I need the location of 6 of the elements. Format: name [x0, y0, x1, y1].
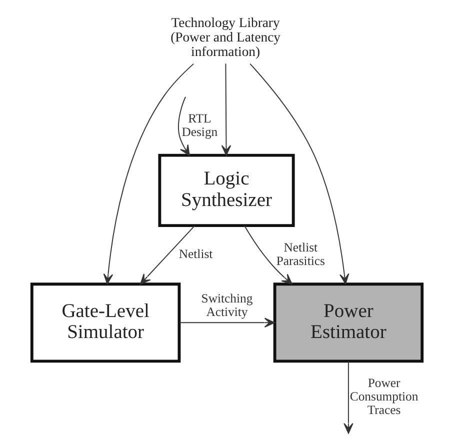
node-text: Technology Library (Power and Latency information)	[170, 14, 280, 60]
edge-label: Netlist Parasitics	[276, 240, 324, 268]
edge-label: Netlist	[178, 247, 212, 262]
edge-label: Power Consumption Traces	[349, 376, 418, 418]
edge-label: Switching Activity	[200, 292, 252, 320]
edge-label: RTL Design	[181, 112, 218, 140]
